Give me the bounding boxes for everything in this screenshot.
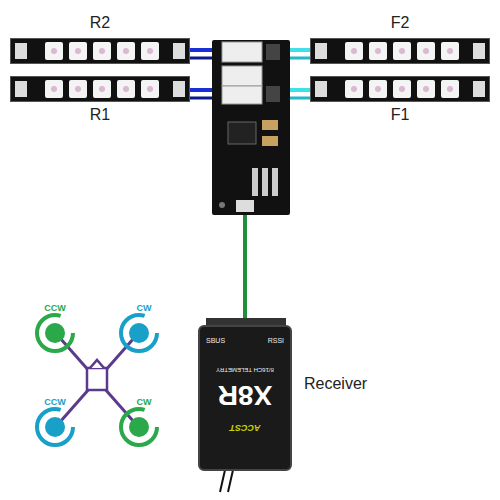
led [441,42,459,60]
led-strip [310,38,490,64]
led [345,42,363,60]
receiver-label: Receiver [304,375,367,393]
port-label: SBUS [206,337,225,344]
rotation-label: CCW [43,397,67,407]
led [441,80,459,98]
led-strip-node: F1 [310,76,490,128]
led [117,80,135,98]
led-strip [310,76,490,102]
rotation-label: CCW [43,303,67,313]
receiver-box: SBUSRSSIX8R8/16CH TELEMETRYACCSTReceiver [198,325,292,471]
led [141,80,159,98]
led-strip [10,76,190,102]
led [417,42,435,60]
quad-icon [37,315,157,445]
led-strip [10,38,190,64]
led [45,80,63,98]
led [93,80,111,98]
led [93,42,111,60]
led [45,42,63,60]
strip-label: F2 [310,14,490,32]
led-strip-node: R2 [10,14,190,66]
led [369,42,387,60]
led [417,80,435,98]
brand-text: ACCST [200,423,290,433]
led [69,80,87,98]
port-label: RSSI [268,337,284,344]
led-strip-node: F2 [310,14,490,66]
led [69,42,87,60]
rotation-label: CW [136,303,153,313]
strip-label: R2 [10,14,190,32]
led [141,42,159,60]
led [369,80,387,98]
led [393,80,411,98]
controller-board [212,40,290,215]
spec-text: 8/16CH TELEMETRY [200,367,290,373]
rotation-label: CW [136,397,153,407]
model-name: X8R [200,379,290,411]
strip-label: R1 [10,106,190,124]
led [345,80,363,98]
led [393,42,411,60]
led-strip-node: R1 [10,76,190,128]
strip-label: F1 [310,106,490,124]
led [117,42,135,60]
